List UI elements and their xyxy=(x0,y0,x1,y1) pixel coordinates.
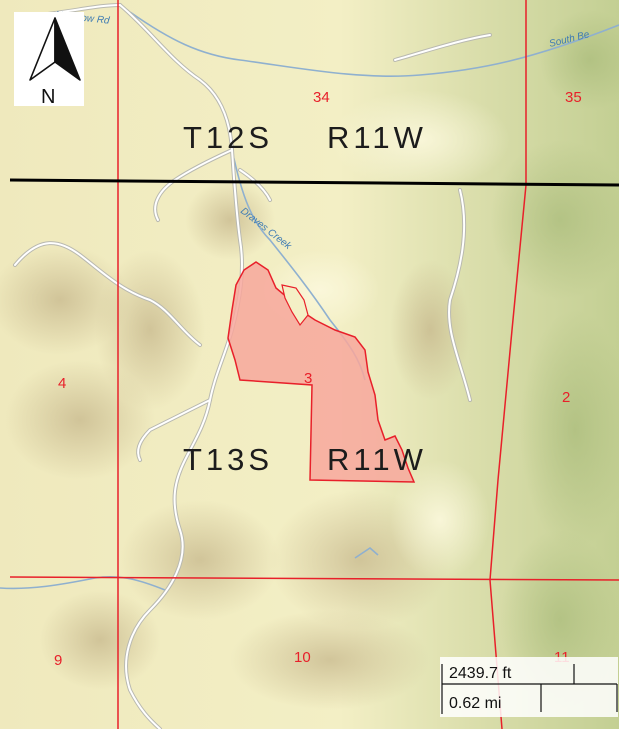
section-number-2: 2 xyxy=(562,389,570,406)
south-beaver-creek-stream xyxy=(129,11,619,77)
north-arrow-icon: N xyxy=(14,12,84,108)
scale-miles-label: 0.62 mi xyxy=(449,695,501,712)
section-lines xyxy=(9,0,619,729)
section-number-9: 9 xyxy=(54,652,62,669)
township-text: T13S xyxy=(183,442,273,477)
scale-feet-label: 2439.7 ft xyxy=(449,665,512,682)
township-label-t13s-r11w: T13S R11W xyxy=(183,442,427,477)
section-number-3: 3 xyxy=(304,370,312,387)
township-text: T12S xyxy=(183,120,273,155)
section-number-10: 10 xyxy=(294,649,311,666)
north-letter: N xyxy=(41,86,55,108)
roads xyxy=(13,3,492,729)
township-line xyxy=(9,178,619,187)
parcel-polygon[interactable] xyxy=(227,261,416,483)
township-label-t12s-r11w: T12S R11W xyxy=(183,120,427,155)
scale-bar: 2439.7 ft 0.62 mi xyxy=(440,657,618,717)
range-text: R11W xyxy=(327,442,427,477)
parcel-inner-exclusion xyxy=(281,284,309,327)
section-number-35: 35 xyxy=(565,89,582,106)
section-number-34: 34 xyxy=(313,89,330,106)
section-number-4: 4 xyxy=(58,375,66,392)
range-text: R11W xyxy=(327,120,427,155)
